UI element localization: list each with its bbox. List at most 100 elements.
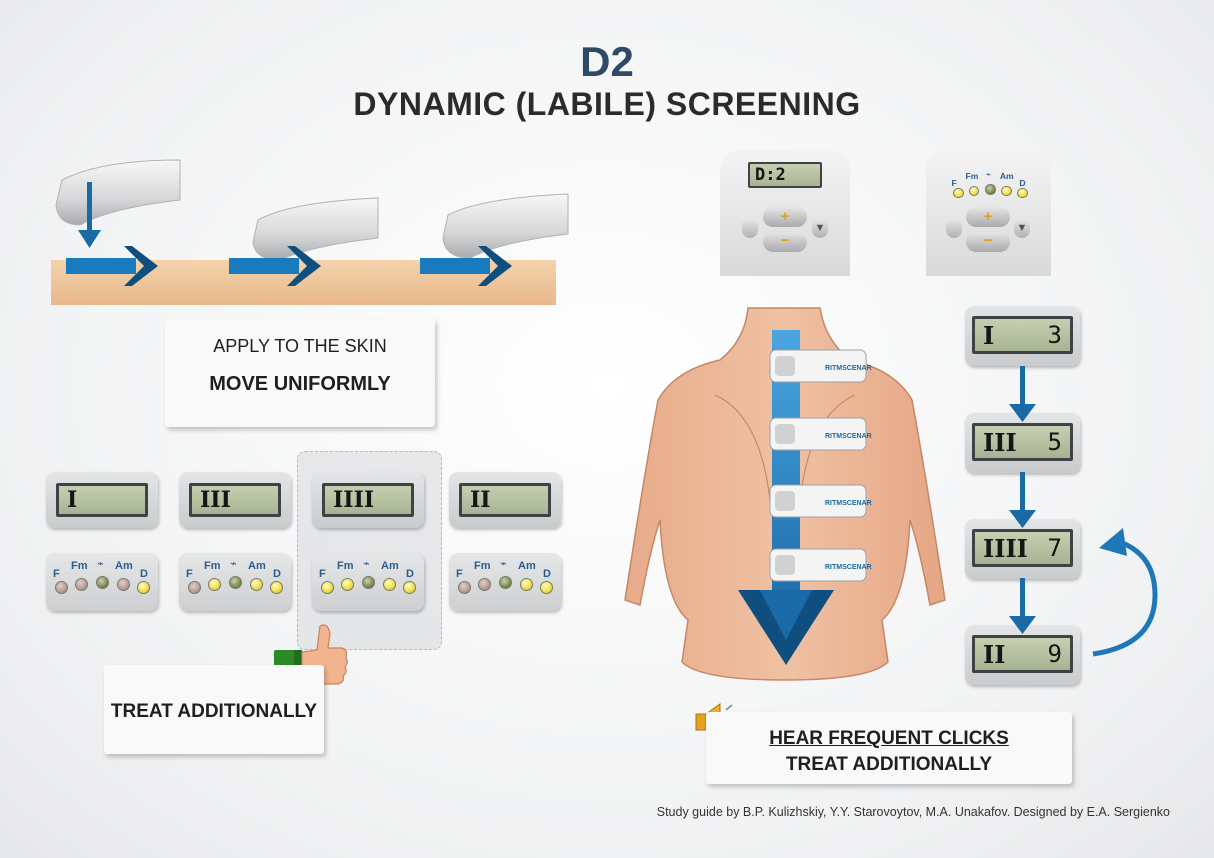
lcd-card: IIII xyxy=(312,472,424,528)
device-brand-label: RITMSCENAR xyxy=(825,500,872,507)
led-label-f: F xyxy=(186,568,193,580)
ladder-roman: III xyxy=(983,427,1017,457)
lcd-card: II xyxy=(449,472,561,528)
square-button-icon xyxy=(946,218,962,238)
led-indicator-icon xyxy=(229,576,242,589)
led-label-d: D xyxy=(273,568,281,580)
chevron-down-icon: ▼ xyxy=(1014,218,1030,238)
treat-additionally-box: TREAT ADDITIONALLY xyxy=(104,665,324,754)
led-label-f: F xyxy=(319,568,326,580)
led-indicator-icon xyxy=(188,581,201,594)
led-label-fm: Fm xyxy=(204,560,221,572)
device-head-3 xyxy=(442,193,569,259)
ladder-lcd-card: IIII 7 xyxy=(965,519,1080,579)
return-arrow-icon xyxy=(1099,528,1127,556)
device-display-closeup: D:2 + − ▼ xyxy=(720,150,850,276)
ladder-roman: II xyxy=(983,639,1006,669)
device-brand-label: RITMSCENAR xyxy=(825,365,872,372)
led-indicator-icon xyxy=(137,581,150,594)
credit-line: Study guide by B.P. Kulizhskiy, Y.Y. Sta… xyxy=(656,805,1170,819)
led-indicator-icon xyxy=(520,578,533,591)
clicks-line-1: HEAR FREQUENT CLICKS xyxy=(769,728,1009,749)
square-button-icon xyxy=(742,218,758,238)
led-label-d: D xyxy=(1019,177,1026,188)
led-indicator-icon xyxy=(55,581,68,594)
clicks-line-2: TREAT ADDITIONALLY xyxy=(785,754,993,775)
led-indicator-icon xyxy=(953,187,964,199)
ladder-roman: I xyxy=(983,320,995,350)
clicks-box: HEAR FREQUENT CLICKS TREAT ADDITIONALLY xyxy=(706,712,1072,784)
led-label-wave: ⌁ xyxy=(985,169,991,180)
ladder-lcd-card: II 9 xyxy=(965,625,1080,685)
ladder-value: 9 xyxy=(1047,640,1062,668)
move-arrow-icon xyxy=(229,246,321,286)
led-indicator-icon xyxy=(540,581,553,594)
device-on-spine: RITMSCENAR xyxy=(769,349,872,383)
led-label-d: D xyxy=(406,568,414,580)
chevron-down-icon: ▼ xyxy=(812,218,828,238)
led-label-fm: Fm xyxy=(474,560,491,572)
led-label-wave: ⌁ xyxy=(230,558,237,570)
led-label-d: D xyxy=(140,568,148,580)
down-arrow-icon xyxy=(1009,404,1036,422)
down-arrow-icon xyxy=(1009,510,1036,528)
lcd-screen: II xyxy=(459,483,551,517)
led-indicator-icon xyxy=(270,581,283,594)
led-indicator-icon xyxy=(75,578,88,591)
led-label-wave: ⌁ xyxy=(500,558,507,570)
plus-button-icon: + xyxy=(966,207,1010,227)
ladder-lcd: IIII 7 xyxy=(972,529,1073,567)
led-indicator-icon xyxy=(1001,185,1012,197)
led-label-f: F xyxy=(456,568,463,580)
device-on-spine: RITMSCENAR xyxy=(769,548,872,582)
led-label-fm: Fm xyxy=(337,560,354,572)
device-brand-label: RITMSCENAR xyxy=(825,564,872,571)
title-code: D2 xyxy=(580,38,634,85)
led-label-f: F xyxy=(53,568,60,580)
led-label-am: Am xyxy=(999,171,1014,182)
led-label-d: D xyxy=(543,568,551,580)
ladder-roman: IIII xyxy=(983,533,1028,563)
led-indicator-icon xyxy=(208,578,221,591)
return-arrow xyxy=(1092,539,1158,657)
minus-button-icon: − xyxy=(763,232,807,252)
led-label-am: Am xyxy=(248,560,266,572)
ladder-arrows xyxy=(1009,366,1158,657)
led-indicator-icon xyxy=(341,578,354,591)
ladder-value: 3 xyxy=(1047,321,1062,349)
minus-button-icon: − xyxy=(966,232,1010,252)
led-indicator-icon xyxy=(362,576,375,589)
device-brand-label: RITMSCENAR xyxy=(825,433,872,440)
led-label-am: Am xyxy=(518,560,536,572)
led-indicator-icon xyxy=(96,576,109,589)
ladder-value: 7 xyxy=(1047,534,1062,562)
lcd-screen: I xyxy=(56,483,148,517)
led-indicator-icon xyxy=(383,578,396,591)
led-label-am: Am xyxy=(115,560,133,572)
device-head-1 xyxy=(55,159,181,226)
move-arrow-icon xyxy=(420,246,512,286)
back-torso-illustration: RITMSCENAR RITMSCENAR RITMSCENAR RITMSCE… xyxy=(624,307,946,681)
led-indicator-icon xyxy=(403,581,416,594)
led-label-fm: Fm xyxy=(965,171,979,182)
move-arrow-icon xyxy=(66,246,158,286)
down-arrow-icon xyxy=(1009,616,1036,634)
lcd-screen: IIII xyxy=(322,483,414,517)
lcd-card: I xyxy=(46,472,158,528)
instruction-line-2: MOVE UNIFORMLY xyxy=(209,373,391,395)
led-indicator-icon xyxy=(1016,187,1028,199)
led-indicator-icon xyxy=(985,183,996,195)
led-label-am: Am xyxy=(381,560,399,572)
plus-button-icon: + xyxy=(763,207,807,227)
led-indicator-icon xyxy=(499,576,512,589)
led-indicator-icon xyxy=(117,578,130,591)
led-label-f: F xyxy=(951,177,957,188)
led-indicator-icon xyxy=(968,185,980,197)
title-main: DYNAMIC (LABILE) SCREENING xyxy=(353,86,861,122)
lcd-screen: III xyxy=(189,483,281,517)
led-indicator-icon xyxy=(321,581,334,594)
